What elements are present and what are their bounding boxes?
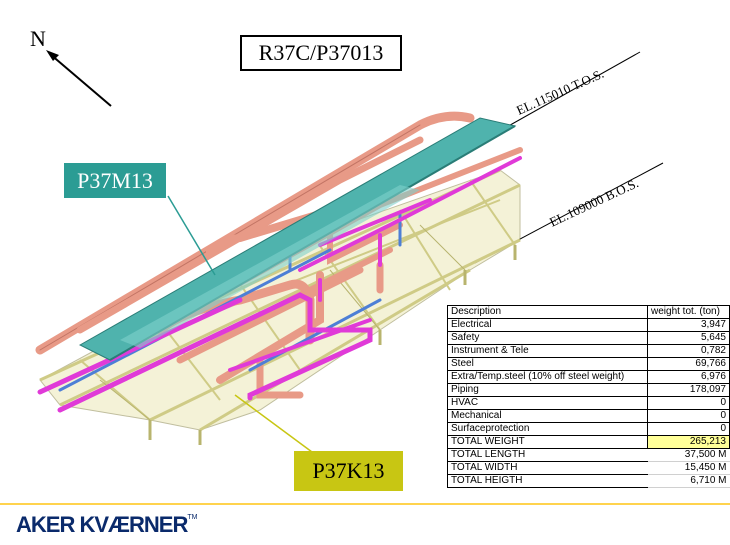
row-value: 0 — [647, 409, 730, 423]
cable-walkway — [78, 117, 517, 361]
row-label: Instrument & Tele — [447, 344, 648, 358]
row-value: 5,645 — [647, 331, 730, 345]
row-label: Steel — [447, 357, 648, 371]
total-weight-value: 265,213 — [647, 435, 730, 449]
row-label: Piping — [447, 383, 648, 397]
table-row: HVAC 0 — [447, 396, 730, 410]
north-label: N — [30, 26, 46, 51]
north-arrowhead-icon — [46, 50, 59, 61]
dimension-label: TOTAL HEIGTH — [447, 474, 648, 488]
row-value: 69,766 — [647, 357, 730, 371]
logo-text: AKER KVÆRNER — [16, 512, 188, 537]
leader-line-p37k13 — [234, 394, 313, 453]
row-value: 3,947 — [647, 318, 730, 332]
trademark-mark: TM — [187, 514, 198, 521]
total-weight-label: TOTAL WEIGHT — [447, 435, 648, 449]
dimension-value: 37,500 M — [647, 448, 730, 462]
dimension-label: TOTAL WIDTH — [447, 461, 648, 475]
table-header-row: Description weight tot. (ton) — [447, 305, 730, 319]
drawing-title: R37C/P37013 — [240, 35, 402, 71]
table-row: Electrical 3,947 — [447, 318, 730, 332]
row-label: HVAC — [447, 396, 648, 410]
row-label: Surfaceprotection — [447, 422, 648, 436]
dimension-value: 6,710 M — [647, 474, 730, 488]
brand-divider — [0, 503, 730, 505]
row-value: 0,782 — [647, 344, 730, 358]
row-value: 6,976 — [647, 370, 730, 384]
table-row: Safety 5,645 — [447, 331, 730, 345]
row-label: Mechanical — [447, 409, 648, 423]
row-label: Safety — [447, 331, 648, 345]
header-weight: weight tot. (ton) — [647, 305, 730, 319]
dimension-value: 15,450 M — [647, 461, 730, 475]
dimension-row: TOTAL WIDTH 15,450 M — [447, 461, 730, 475]
table-row: Extra/Temp.steel (10% off steel weight) … — [447, 370, 730, 384]
weight-table: Description weight tot. (ton) Electrical… — [447, 305, 730, 488]
north-arrow-line — [49, 53, 112, 107]
module-label-p37k13: P37K13 — [294, 451, 403, 491]
row-value: 178,097 — [647, 383, 730, 397]
row-value: 0 — [647, 422, 730, 436]
dimension-row: TOTAL LENGTH 37,500 M — [447, 448, 730, 462]
table-row: Mechanical 0 — [447, 409, 730, 423]
row-label: Electrical — [447, 318, 648, 332]
table-row: Steel 69,766 — [447, 357, 730, 371]
total-weight-row: TOTAL WEIGHT 265,213 — [447, 435, 730, 449]
table-row: Surfaceprotection 0 — [447, 422, 730, 436]
table-row: Instrument & Tele 0,782 — [447, 344, 730, 358]
row-value: 0 — [647, 396, 730, 410]
leader-line-p37m13 — [167, 195, 216, 276]
table-row: Piping 178,097 — [447, 383, 730, 397]
dimension-row: TOTAL HEIGTH 6,710 M — [447, 474, 730, 488]
dimension-label: TOTAL LENGTH — [447, 448, 648, 462]
company-logo: AKER KVÆRNERTM — [16, 512, 197, 538]
header-description: Description — [447, 305, 648, 319]
module-label-p37m13: P37M13 — [64, 163, 166, 198]
row-label: Extra/Temp.steel (10% off steel weight) — [447, 370, 648, 384]
